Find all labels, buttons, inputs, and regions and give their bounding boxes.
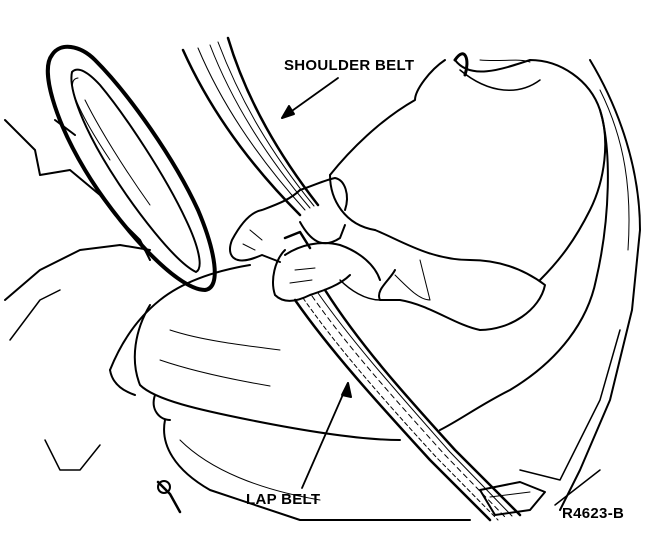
floor-buckle-anchor bbox=[479, 481, 546, 516]
shoulder-belt-label: SHOULDER BELT bbox=[284, 57, 415, 74]
dashboard-panel bbox=[4, 119, 151, 301]
occupant-leg bbox=[109, 264, 401, 441]
floor-lines bbox=[9, 289, 101, 471]
figure-id-label: R4623-B bbox=[562, 505, 625, 522]
lap-belt-label: LAP BELT bbox=[246, 491, 321, 508]
occupant-torso bbox=[329, 52, 609, 431]
lap-belt bbox=[293, 221, 522, 522]
seat-back bbox=[519, 59, 641, 511]
seat-cushion bbox=[152, 394, 471, 521]
occupant-arm bbox=[329, 174, 546, 331]
shoulder-belt-callout-arrow bbox=[281, 77, 339, 119]
occupant-right-hand bbox=[272, 230, 381, 302]
shoulder-belt bbox=[181, 36, 320, 217]
lap-belt-callout-arrow bbox=[301, 382, 352, 489]
occupant-left-hand bbox=[229, 177, 348, 263]
steering-wheel bbox=[45, 44, 217, 292]
